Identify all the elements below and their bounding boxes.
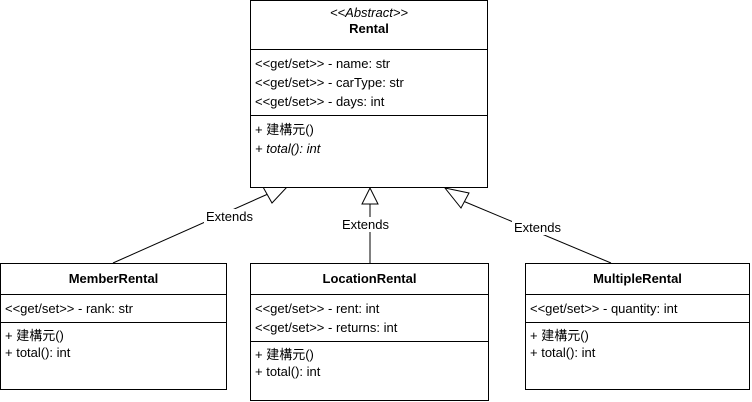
method: + 建構元() — [255, 347, 314, 362]
compartment-divider — [526, 294, 749, 295]
method: + total(): int — [5, 345, 71, 360]
compartment-divider — [251, 49, 487, 50]
method: + 建構元() — [255, 122, 314, 137]
inheritance-arrowhead-multiple — [443, 187, 470, 209]
attribute: <<get/set>> - carType: str — [255, 75, 404, 90]
extends-label-location: Extends — [340, 217, 391, 232]
class-member-rental-header: MemberRental — [1, 264, 226, 294]
edge-member-to-rental — [112, 193, 269, 264]
method-compartment: + 建構元() + total(): int — [526, 323, 749, 365]
attribute: <<get/set>> - days: int — [255, 94, 385, 109]
compartment-divider — [1, 294, 226, 295]
class-location-rental-header: LocationRental — [251, 264, 488, 294]
class-stereotype: <<Abstract>> — [329, 5, 409, 20]
class-rental[interactable]: <<Abstract>> Rental <<get/set>> - name: … — [250, 0, 488, 188]
method-compartment: + 建構元() + total(): int — [251, 342, 488, 384]
attribute: <<get/set>> - returns: int — [255, 320, 398, 335]
method: + total(): int — [530, 345, 596, 360]
attribute: <<get/set>> - rent: int — [255, 301, 380, 316]
inheritance-arrowhead-location — [361, 186, 379, 205]
extends-label-multiple: Extends — [512, 220, 563, 235]
compartment-divider — [251, 294, 488, 295]
class-name: MemberRental — [68, 271, 159, 286]
attribute-compartment: <<get/set>> - rank: str — [1, 295, 226, 322]
class-name: Rental — [349, 21, 389, 36]
class-multiple-rental-header: MultipleRental — [526, 264, 749, 294]
method: + total(): int — [255, 364, 321, 379]
method: + 建構元() — [530, 328, 589, 343]
attribute-compartment: <<get/set>> - rent: int <<get/set>> - re… — [251, 295, 488, 341]
method-compartment: + 建構元() + total(): int — [251, 116, 487, 162]
compartment-divider — [251, 115, 487, 116]
class-member-rental[interactable]: MemberRental <<get/set>> - rank: str + 建… — [0, 263, 227, 390]
compartment-divider — [526, 322, 749, 323]
attribute: <<get/set>> - name: str — [255, 56, 391, 71]
attribute: <<get/set>> - quantity: int — [530, 301, 678, 316]
attribute: <<get/set>> - rank: str — [5, 301, 133, 316]
class-multiple-rental[interactable]: MultipleRental <<get/set>> - quantity: i… — [525, 263, 750, 390]
compartment-divider — [1, 322, 226, 323]
attribute-compartment: <<get/set>> - quantity: int — [526, 295, 749, 322]
class-name: LocationRental — [322, 271, 417, 286]
compartment-divider — [251, 341, 488, 342]
class-location-rental[interactable]: LocationRental <<get/set>> - rent: int <… — [250, 263, 489, 401]
class-rental-header: <<Abstract>> Rental — [251, 1, 487, 49]
class-name: MultipleRental — [593, 271, 682, 286]
extends-label-member: Extends — [204, 209, 255, 224]
method: + 建構元() — [5, 328, 64, 343]
attribute-compartment: <<get/set>> - name: str <<get/set>> - ca… — [251, 50, 487, 115]
abstract-method: + total(): int — [255, 141, 321, 156]
method-compartment: + 建構元() + total(): int — [1, 323, 226, 365]
